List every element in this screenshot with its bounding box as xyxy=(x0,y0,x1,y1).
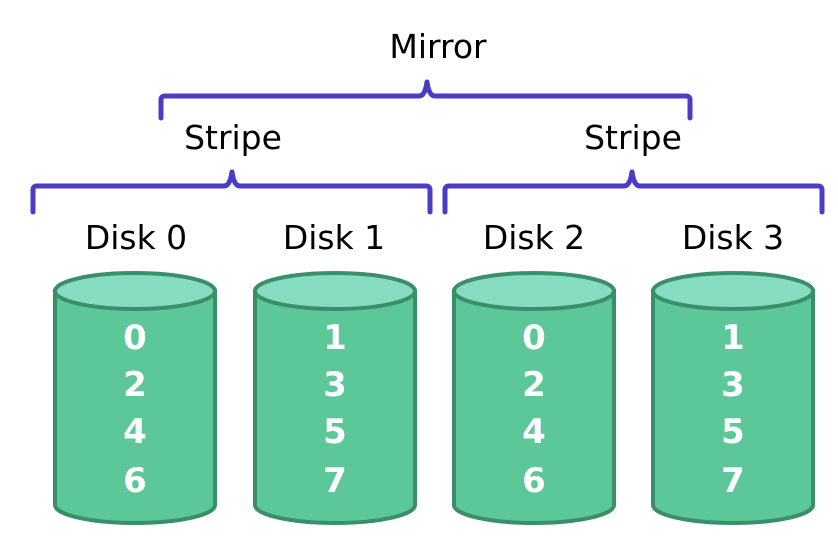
block-number: 3 xyxy=(721,365,745,405)
block-number: 1 xyxy=(721,318,745,358)
disk-label-2: Disk 2 xyxy=(483,218,585,257)
block-number: 0 xyxy=(123,318,147,358)
block-number: 2 xyxy=(123,365,147,405)
disk-cylinder-3: 1 3 5 7 xyxy=(651,271,815,525)
disk-cylinder-top xyxy=(651,271,815,311)
block-number: 6 xyxy=(522,461,546,501)
disk-cylinder-body xyxy=(253,289,417,525)
block-number: 4 xyxy=(123,412,147,452)
block-number: 3 xyxy=(323,365,347,405)
mirror-bracket xyxy=(158,79,693,121)
disk-cylinder-top xyxy=(452,271,616,311)
disk-cylinder-top xyxy=(53,271,217,311)
mirror-label: Mirror xyxy=(389,27,487,66)
stripe-label-1: Stripe xyxy=(184,118,282,157)
stripe-bracket-1 xyxy=(30,169,433,215)
block-number: 5 xyxy=(323,412,347,452)
disk-label-3: Disk 3 xyxy=(682,218,784,257)
stripe-bracket-2 xyxy=(442,169,825,215)
disk-cylinder-1: 1 3 5 7 xyxy=(253,271,417,525)
disk-cylinder-0: 0 2 4 6 xyxy=(53,271,217,525)
block-number: 6 xyxy=(123,461,147,501)
block-number: 0 xyxy=(522,318,546,358)
disk-cylinder-2: 0 2 4 6 xyxy=(452,271,616,525)
disk-cylinder-body xyxy=(452,289,616,525)
disk-label-1: Disk 1 xyxy=(283,218,385,257)
disk-cylinder-top xyxy=(253,271,417,311)
disk-cylinder-body xyxy=(651,289,815,525)
block-number: 5 xyxy=(721,412,745,452)
block-number: 7 xyxy=(323,461,347,501)
block-number: 4 xyxy=(522,412,546,452)
block-number: 1 xyxy=(323,318,347,358)
disk-label-0: Disk 0 xyxy=(85,218,187,257)
disk-cylinder-body xyxy=(53,289,217,525)
block-number: 7 xyxy=(721,461,745,501)
stripe-label-2: Stripe xyxy=(584,118,682,157)
block-number: 2 xyxy=(522,365,546,405)
